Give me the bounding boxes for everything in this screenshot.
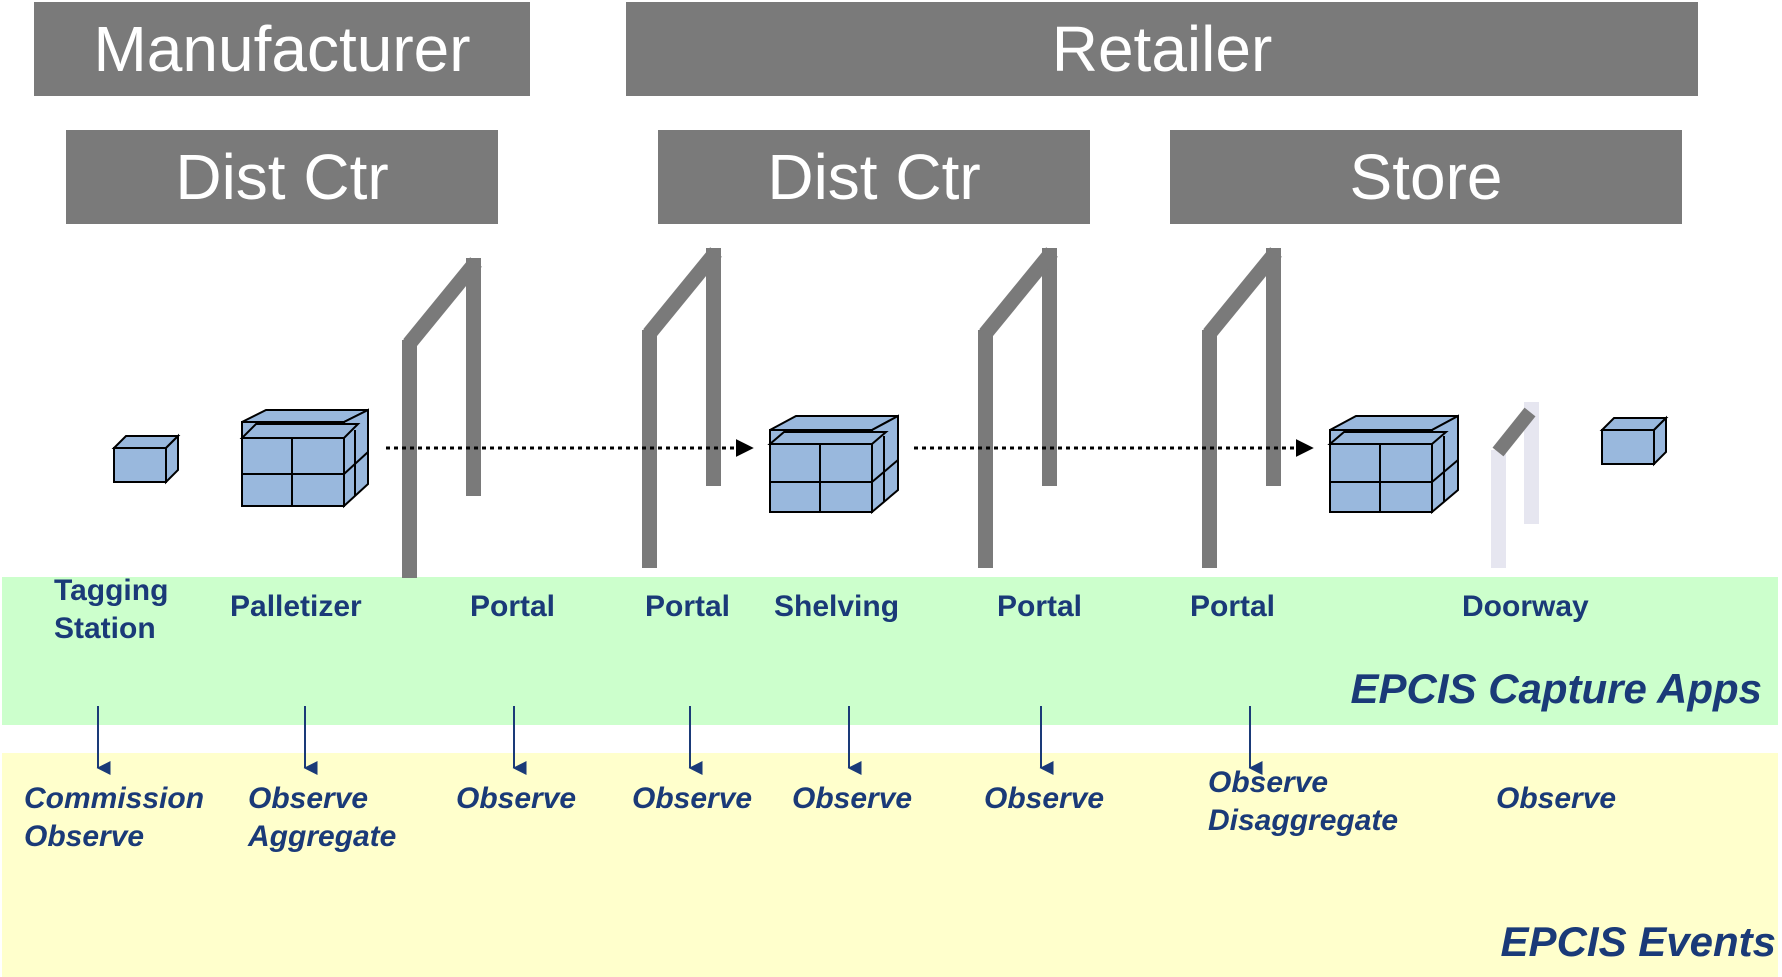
capture-label-portal-3: Portal <box>997 590 1083 623</box>
capture-label-tagging-station: Tagging Station <box>54 574 169 645</box>
single-case-icon-exit <box>1599 415 1669 467</box>
pallet-icon-3 <box>1327 414 1459 515</box>
capture-label-portal-2: Portal <box>645 590 731 623</box>
capture-label-shelving: Shelving <box>774 590 900 623</box>
epcis-events-band <box>2 753 1778 977</box>
portal-gate-1 <box>402 257 482 578</box>
event-label-observe-4: Observe <box>984 782 1105 815</box>
portal-gate-4 <box>1202 247 1282 568</box>
capture-label-doorway: Doorway <box>1462 590 1589 623</box>
capture-label-portal-1: Portal <box>470 590 556 623</box>
event-label-observe-1: Observe <box>456 782 577 815</box>
capture-label-portal-4: Portal <box>1190 590 1276 623</box>
portal-gate-2 <box>642 247 722 568</box>
doorway-gate <box>1491 402 1539 568</box>
single-case-icon <box>111 433 181 485</box>
retailer-dist-ctr-header: Dist Ctr <box>658 130 1090 224</box>
event-label-commission-observe: Commission Observe <box>24 782 205 853</box>
portal-gate-3 <box>978 247 1058 568</box>
retailer-header: Retailer <box>626 2 1698 96</box>
pallet-icon-2 <box>767 414 899 515</box>
store-header: Store <box>1170 130 1682 224</box>
capture-apps-title: EPCIS Capture Apps <box>1350 665 1762 712</box>
pallet-icon-1 <box>239 408 369 509</box>
event-label-observe-disaggregate: Observe Disaggregate <box>1208 766 1399 837</box>
event-label-observe-3: Observe <box>792 782 913 815</box>
capture-apps-band <box>2 577 1778 725</box>
event-label-observe-aggregate: Observe Aggregate <box>248 782 397 853</box>
epcis-events-title: EPCIS Events <box>1500 918 1776 965</box>
event-label-observe-5: Observe <box>1496 782 1617 815</box>
event-label-observe-2: Observe <box>632 782 753 815</box>
manufacturer-dist-ctr-header: Dist Ctr <box>66 130 498 224</box>
capture-label-palletizer: Palletizer <box>230 590 362 623</box>
manufacturer-header: Manufacturer <box>34 2 530 96</box>
